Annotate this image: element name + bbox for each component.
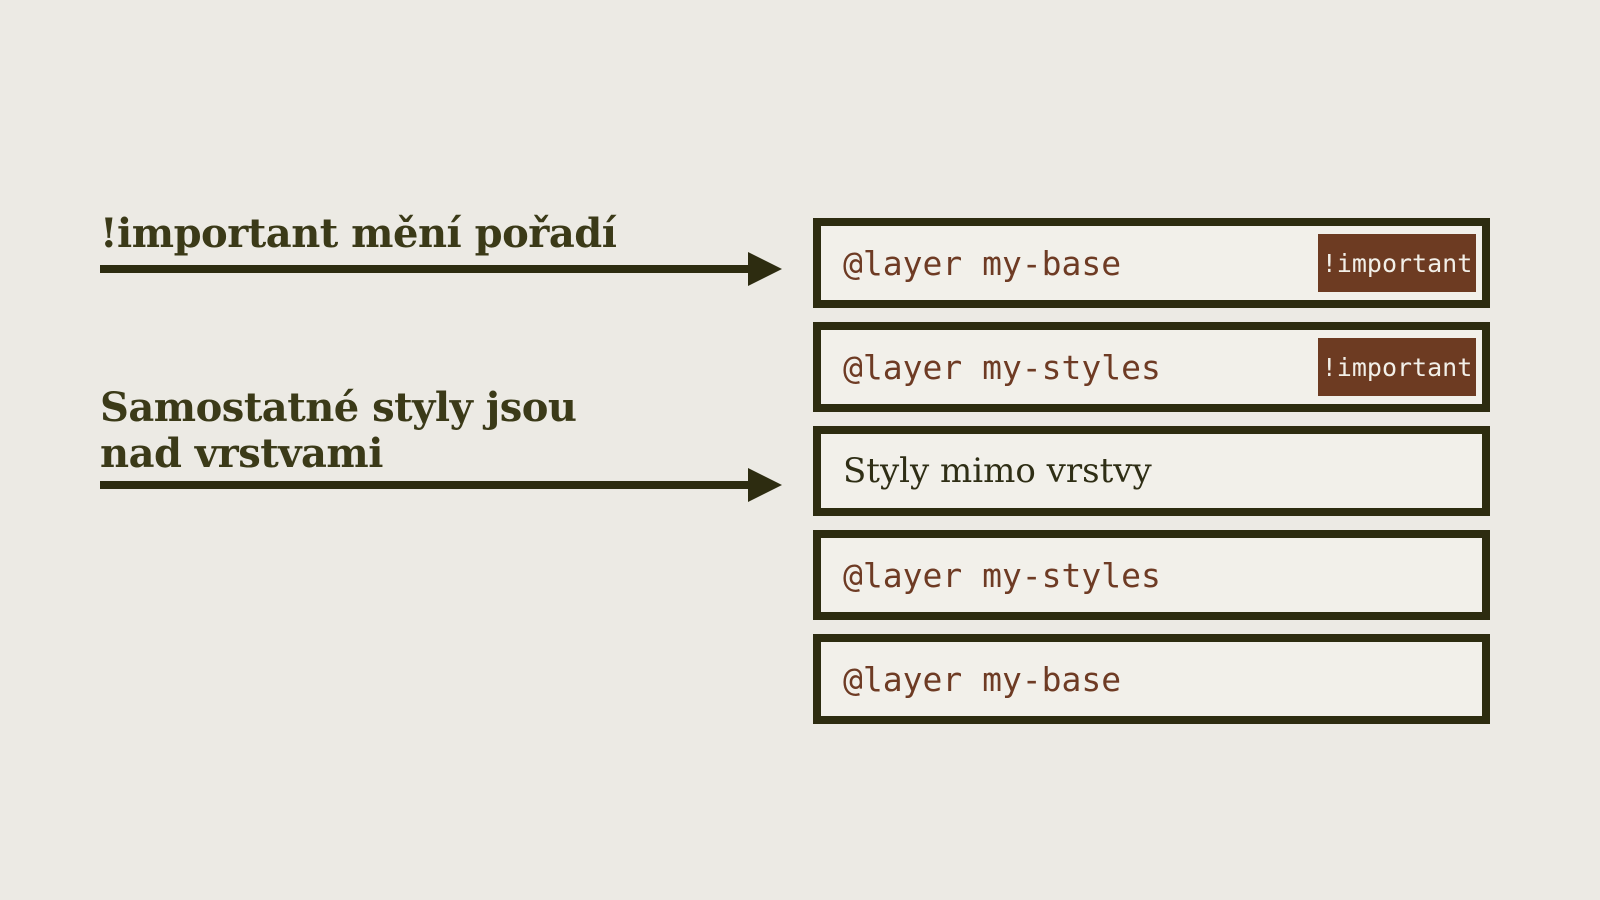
layer-box-my-styles-important: @layer my-styles !important — [813, 322, 1490, 412]
annotation-unlayered-above-line2: nad vrstvami — [100, 430, 383, 477]
layer-label: @layer my-styles — [843, 347, 1161, 387]
layer-box-my-base: @layer my-base — [813, 634, 1490, 724]
arrow-shaft — [100, 481, 748, 489]
layer-label: @layer my-styles — [843, 555, 1161, 595]
important-badge: !important — [1318, 234, 1476, 292]
arrow-right-icon — [100, 468, 782, 502]
annotation-important-order: !important mění pořadí — [100, 210, 617, 257]
annotation-important-order-line1: !important mění pořadí — [100, 210, 617, 257]
layer-label: Styly mimo vrstvy — [843, 451, 1152, 491]
arrow-head — [748, 468, 782, 502]
layer-label: @layer my-base — [843, 659, 1122, 699]
layer-box-my-base-important: @layer my-base !important — [813, 218, 1490, 308]
important-badge: !important — [1318, 338, 1476, 396]
annotation-unlayered-above: Samostatné styly jsou nad vrstvami — [100, 385, 577, 477]
layer-box-unlayered-styles: Styly mimo vrstvy — [813, 426, 1490, 516]
arrow-right-icon — [100, 252, 782, 286]
annotation-unlayered-above-line1: Samostatné styly jsou — [100, 384, 577, 431]
arrow-shaft — [100, 265, 748, 273]
arrow-head — [748, 252, 782, 286]
layer-label: @layer my-base — [843, 243, 1122, 283]
layer-box-my-styles: @layer my-styles — [813, 530, 1490, 620]
layer-stack: @layer my-base !important @layer my-styl… — [813, 218, 1490, 724]
